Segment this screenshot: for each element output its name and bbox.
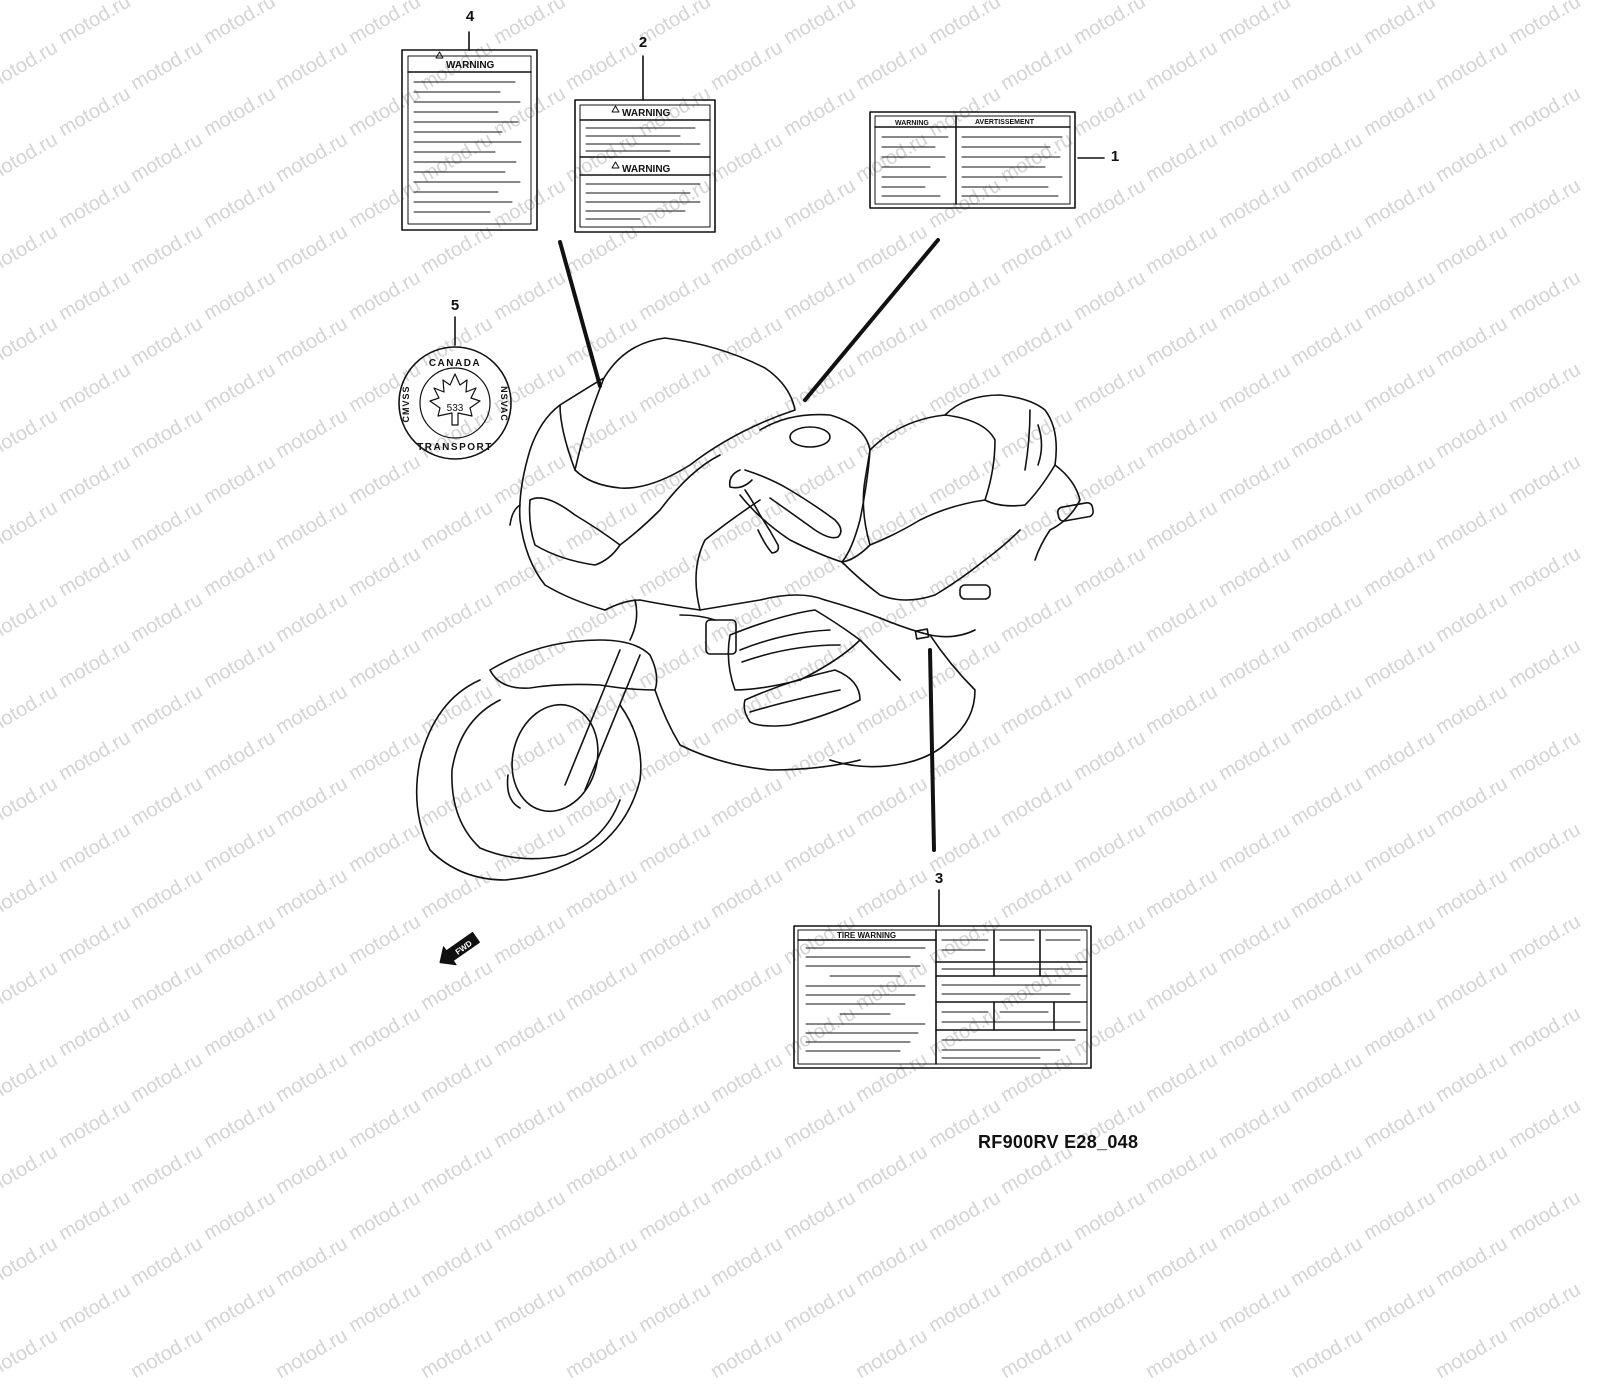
watermark-text: motod.ru: [345, 1278, 425, 1338]
watermark-text: motod.ru: [1215, 1278, 1295, 1338]
watermark-text: motod.ru: [707, 1324, 787, 1384]
watermark-text: motod.ru: [562, 1232, 642, 1292]
watermark-text: motod.ru: [127, 1324, 207, 1384]
watermark-text: motod.ru: [997, 1324, 1077, 1384]
watermark-text: motod.ru: [417, 1324, 497, 1384]
label-2-title-a: WARNING: [622, 108, 671, 119]
watermark-text: motod.ru: [997, 1232, 1077, 1292]
label-4-title: WARNING: [446, 60, 495, 71]
watermark-text: motod.ru: [635, 1278, 715, 1338]
callout-3: 3: [934, 870, 944, 887]
label-3-tire-warning: TIRE WARNING: [793, 925, 1092, 1069]
watermark-text: motod.ru: [925, 1278, 1005, 1338]
watermark-text: motod.ru: [127, 1232, 207, 1292]
watermark-text: motod.ru: [1505, 1278, 1585, 1338]
watermark-text: motod.ru: [707, 1232, 787, 1292]
seal-code: 533: [447, 403, 464, 414]
seal-country: CANADA: [429, 358, 481, 369]
watermark-text: motod.ru: [852, 1232, 932, 1292]
diagram-code: RF900RV E28_048: [978, 1132, 1139, 1152]
motorcycle-outline: [415, 337, 1094, 881]
label-4-warning: WARNING: [401, 49, 538, 231]
label-2-title-b: WARNING: [622, 164, 671, 175]
watermark-text: motod.ru: [55, 1278, 135, 1338]
label-5-canada-seal: 533 CANADA TRANSPORT CMVSS NSVAC: [398, 346, 512, 460]
label-1-title-en: WARNING: [895, 120, 929, 127]
watermark-text: motod.ru: [417, 1232, 497, 1292]
callout-1: 1: [1110, 148, 1120, 165]
watermark-text: motod.ru: [1432, 1232, 1512, 1292]
watermark-text: motod.ru: [272, 1324, 352, 1384]
watermark-text: motod.ru: [1142, 1232, 1222, 1292]
watermark-text: motod.ru: [1142, 1324, 1222, 1384]
watermark-text: motod.ru: [852, 1324, 932, 1384]
watermark-text: motod.ru: [562, 1324, 642, 1384]
fwd-arrow-icon: FWD: [439, 931, 480, 966]
label-2-warning: WARNING WARNING: [574, 99, 716, 233]
watermark-text: motod.ru: [200, 1278, 280, 1338]
seal-left: CMVSS: [401, 385, 411, 422]
label-1-warning-avertissement: WARNING AVERTISSEMENT: [869, 111, 1076, 209]
callout-2: 2: [638, 34, 648, 51]
watermark-text: motod.ru: [1432, 1324, 1512, 1384]
watermark-text: motod.ru: [1287, 1232, 1367, 1292]
callout-4: 4: [465, 8, 475, 25]
watermark-text: motod.ru: [1287, 1324, 1367, 1384]
watermark-text: motod.ru: [0, 1324, 62, 1384]
seal-agency: TRANSPORT: [417, 442, 493, 453]
watermark-text: motod.ru: [1070, 1278, 1150, 1338]
watermark-text: motod.ru: [272, 1232, 352, 1292]
watermark-text: motod.ru: [1360, 1278, 1440, 1338]
watermark-text: motod.ru: [780, 1278, 860, 1338]
label-1-title-fr: AVERTISSEMENT: [975, 119, 1035, 126]
watermark-text: motod.ru: [490, 1278, 570, 1338]
callout-5: 5: [450, 297, 460, 314]
label-3-title: TIRE WARNING: [837, 931, 896, 940]
seal-right: NSVAC: [499, 386, 509, 422]
watermark-text: motod.ru: [0, 1232, 62, 1292]
parts-diagram: WARNING WARNING WARNING: [398, 31, 1105, 1069]
